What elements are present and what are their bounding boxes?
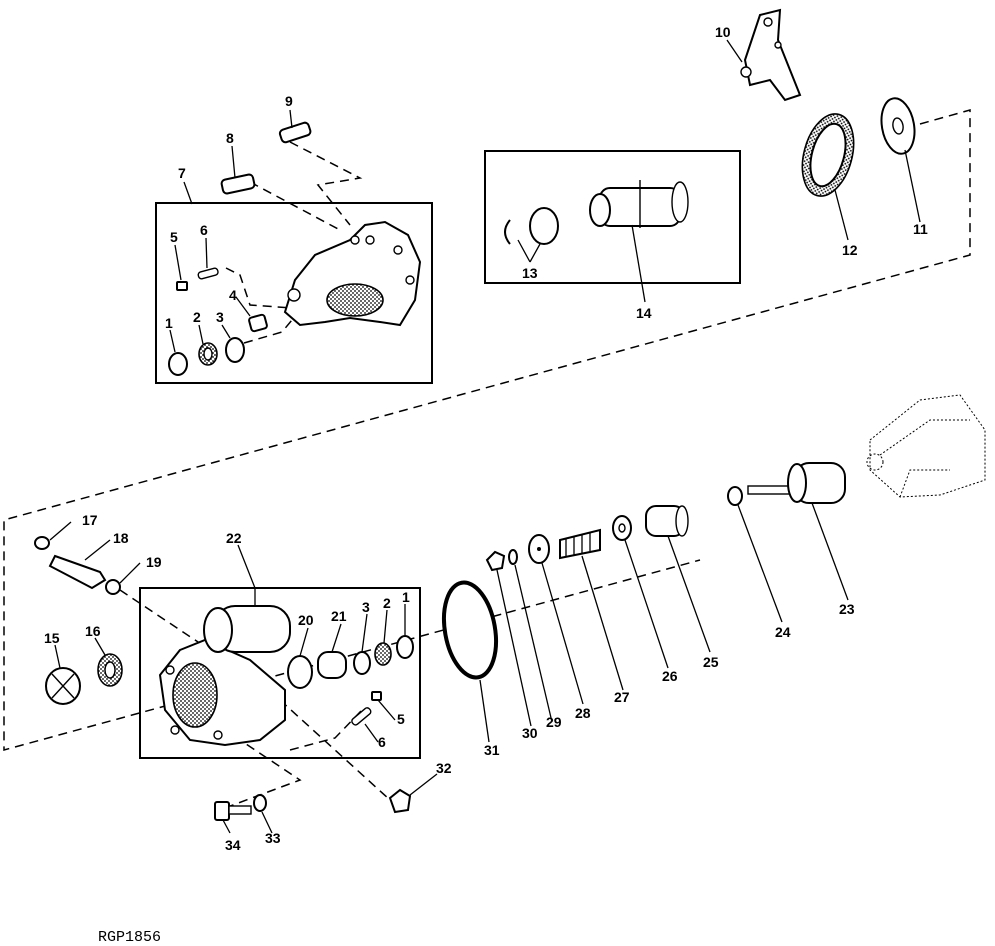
callout-5-upper: 5 xyxy=(170,229,178,245)
callout-24: 24 xyxy=(775,624,791,640)
plug-part-4 xyxy=(248,313,268,333)
spacer-part-3-lower xyxy=(353,651,371,675)
callout-27: 27 xyxy=(614,689,630,705)
connector-dashed-pin-lower xyxy=(289,709,363,751)
connector-dashed-shaft xyxy=(119,589,211,651)
figure-id: RGP1856 xyxy=(98,929,161,946)
connector-dashed-left xyxy=(249,181,341,231)
washer-part-24 xyxy=(727,486,743,506)
leader-lines xyxy=(49,39,921,834)
callout-25: 25 xyxy=(703,654,719,670)
callout-1-lower: 1 xyxy=(402,589,410,605)
seal-part-1-lower xyxy=(396,635,414,659)
seal-part-1-upper xyxy=(168,352,188,376)
callout-28: 28 xyxy=(575,705,591,721)
o-ring-part-19 xyxy=(105,579,121,595)
seal-ring-part-31 xyxy=(442,580,498,680)
callout-30: 30 xyxy=(522,725,538,741)
callout-21: 21 xyxy=(331,608,347,624)
nut-part-30 xyxy=(485,550,506,572)
set-screw-part-5-upper xyxy=(176,281,188,291)
gasket-part-12 xyxy=(801,113,855,197)
callout-4: 4 xyxy=(229,287,237,303)
bearing-part-2-lower xyxy=(374,642,392,666)
callout-32: 32 xyxy=(436,760,452,776)
set-screw-part-5-lower xyxy=(371,691,382,701)
callout-31: 31 xyxy=(484,742,500,758)
callout-15: 15 xyxy=(44,630,60,646)
callout-6-lower: 6 xyxy=(378,734,386,750)
nut-part-32 xyxy=(388,788,412,814)
callout-33: 33 xyxy=(265,830,281,846)
callout-labels: 10 9 8 7 5 6 4 1 2 3 13 14 12 11 17 18 1… xyxy=(44,24,928,853)
callout-5-lower: 5 xyxy=(397,711,405,727)
callout-19: 19 xyxy=(146,554,162,570)
washer-part-33 xyxy=(253,794,267,812)
connector-dashed-nut xyxy=(279,699,391,801)
callout-16: 16 xyxy=(85,623,101,639)
callout-2-upper: 2 xyxy=(193,309,201,325)
washer-part-26 xyxy=(612,515,632,541)
connector-dashed-pin xyxy=(225,267,293,309)
callout-6-upper: 6 xyxy=(200,222,208,238)
spacer-part-3-upper xyxy=(225,337,245,363)
callout-23: 23 xyxy=(839,601,855,617)
assembly-dashed-outline xyxy=(3,109,971,751)
washer-part-29 xyxy=(508,549,518,565)
callout-13: 13 xyxy=(522,265,538,281)
cap-part-15 xyxy=(45,667,81,705)
callout-26: 26 xyxy=(662,668,678,684)
callout-17: 17 xyxy=(82,512,98,528)
bushing-part-21 xyxy=(317,651,347,679)
screw-part-8 xyxy=(220,173,256,195)
shaft-part-18 xyxy=(48,554,107,590)
piston-part-25 xyxy=(645,505,689,537)
connector-dashed-bolt xyxy=(224,739,302,809)
callout-3-upper: 3 xyxy=(216,309,224,325)
lower-subassembly-box xyxy=(139,587,421,759)
callout-34: 34 xyxy=(225,837,241,853)
callout-2-lower: 2 xyxy=(383,595,391,611)
callout-12: 12 xyxy=(842,242,858,258)
callout-3-lower: 3 xyxy=(362,599,370,615)
callout-18: 18 xyxy=(113,530,129,546)
upper-housing xyxy=(283,220,422,327)
ring-part-16 xyxy=(97,653,123,687)
callout-8: 8 xyxy=(226,130,234,146)
lower-housing-part-22 xyxy=(158,605,291,747)
callout-14: 14 xyxy=(636,305,652,321)
retaining-ring-part-13 xyxy=(504,207,559,245)
spring-part-27 xyxy=(559,528,601,560)
pin-part-6-lower xyxy=(351,707,372,726)
bolt-part-34 xyxy=(214,801,252,821)
washer-part-17 xyxy=(34,536,50,550)
ghost-mating-housing xyxy=(866,394,986,498)
drive-gear-part-14 xyxy=(589,180,689,228)
washer-part-28 xyxy=(528,534,550,564)
bearing-part-2-upper xyxy=(198,342,218,366)
callout-1-upper: 1 xyxy=(165,315,173,331)
callout-20: 20 xyxy=(298,612,314,628)
drive-gear-box xyxy=(484,150,741,284)
callout-10: 10 xyxy=(715,24,731,40)
upper-subassembly-box xyxy=(155,202,433,384)
callout-29: 29 xyxy=(546,714,562,730)
callout-11: 11 xyxy=(913,221,928,237)
cylinder-part-23 xyxy=(747,462,846,504)
callout-9: 9 xyxy=(285,93,293,109)
callout-7: 7 xyxy=(178,165,186,181)
pin-part-6-upper xyxy=(197,267,219,280)
washer-part-11 xyxy=(880,97,916,155)
lever-part-10 xyxy=(740,8,802,102)
sleeve-part-20 xyxy=(287,655,313,689)
screw-part-9 xyxy=(278,121,312,144)
callout-22: 22 xyxy=(226,530,242,546)
connector-dashed-spring xyxy=(243,319,293,344)
connector-dashed-top xyxy=(289,141,363,226)
